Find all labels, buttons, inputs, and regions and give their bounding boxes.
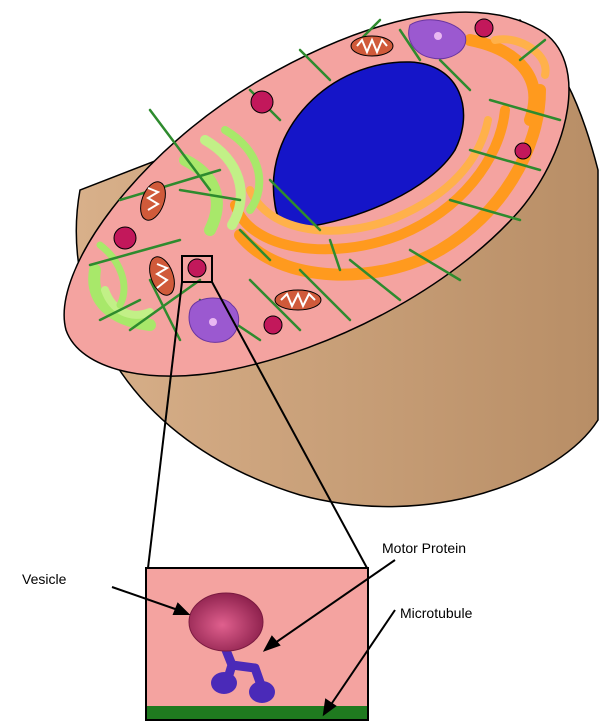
motor-protein-label: Motor Protein: [382, 540, 466, 556]
motor-protein-head: [211, 672, 237, 694]
microtubule-label: Microtubule: [400, 605, 472, 621]
vesicle: [189, 593, 263, 651]
lysosome: [189, 298, 239, 342]
motor-protein-head: [249, 681, 275, 703]
mitochondrion: [351, 36, 393, 56]
magnified-inset: [146, 568, 368, 720]
vesicle-label: Vesicle: [22, 571, 66, 587]
mitochondrion: [275, 290, 321, 310]
